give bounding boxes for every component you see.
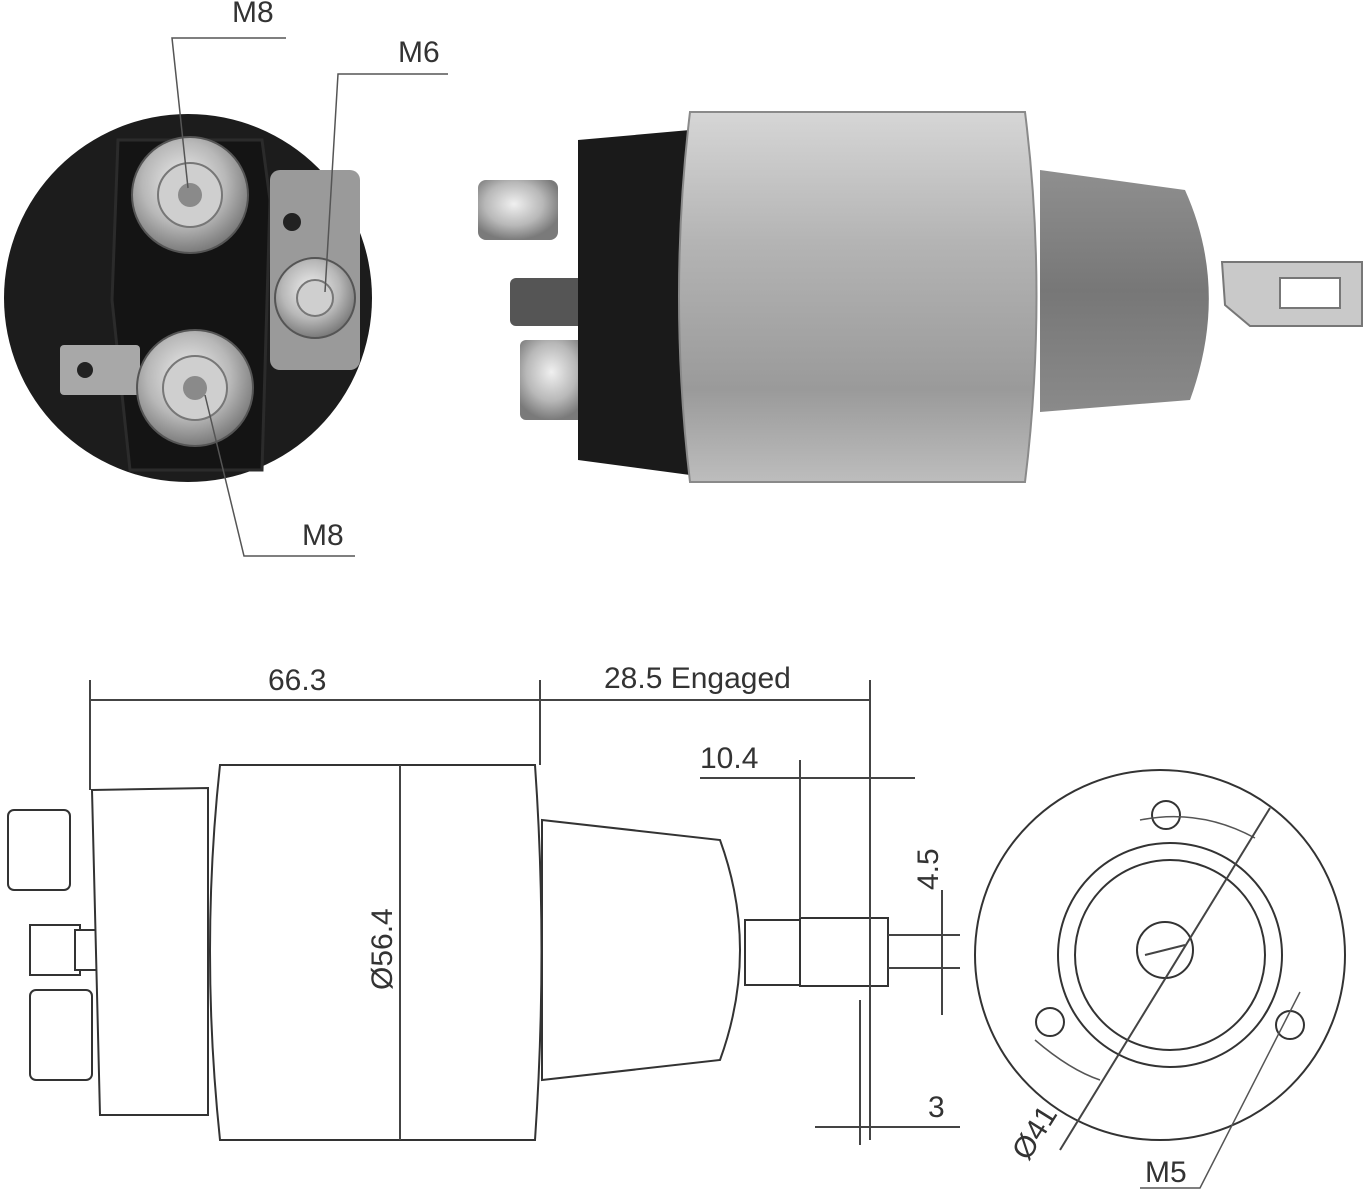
side-profile-drawing — [7, 764, 889, 1141]
terminal-housing — [578, 130, 690, 475]
front-hole-left — [1035, 1007, 1065, 1037]
dim-diameter: Ø56.4 — [366, 765, 401, 1140]
dim-length-label: 66.3 — [268, 664, 326, 697]
bolt-circle-axis — [1059, 807, 1271, 1151]
top-m8-label: M8 — [232, 0, 274, 29]
drawing-can — [209, 764, 543, 1141]
cone-nose — [1040, 170, 1209, 412]
drawing-tab — [799, 917, 889, 987]
front-view-drawing: Ø41 M5 — [974, 769, 1346, 1189]
drawing-nut-top — [7, 809, 71, 891]
front-hole-right — [1275, 1010, 1305, 1040]
dim-engaged-label: 28.5 Engaged — [604, 662, 791, 695]
dim-length: 66.3 — [89, 664, 541, 790]
top-m8-terminal — [131, 136, 249, 254]
end-view-photo — [4, 114, 372, 482]
m6-terminal — [274, 257, 356, 339]
dim-engaged: 28.5 Engaged — [540, 662, 871, 1140]
m6-leader — [324, 73, 448, 293]
spade-connector — [60, 345, 140, 395]
front-hole-top — [1151, 800, 1181, 830]
drawing-cone — [541, 818, 741, 1082]
drawing-nut-bottom — [29, 989, 93, 1081]
stud-nut-bottom — [520, 340, 590, 420]
bottom-m8-leader — [204, 394, 355, 557]
dim-diameter-label: Ø56.4 — [366, 908, 399, 990]
drawing-stud — [29, 924, 81, 976]
stud-nut-top — [478, 180, 558, 240]
dim-thread-label: M5 — [1145, 1156, 1187, 1189]
solenoid-can — [678, 111, 1038, 483]
dim-bolt-circle-label: Ø41 — [1006, 1100, 1064, 1166]
m6-label: M6 — [398, 36, 440, 69]
drawing-terminal-body — [90, 786, 209, 1116]
dim-tab-width: 4.5 — [888, 848, 960, 1015]
bottom-m8-terminal — [136, 329, 254, 447]
dim-tab-thickness: 3 — [815, 1000, 960, 1145]
bottom-m8-label: M8 — [302, 519, 344, 552]
dim-tab-width-label: 4.5 — [912, 848, 945, 890]
dim-tab-thickness-label: 3 — [928, 1091, 945, 1124]
dim-stroke-offset-label: 10.4 — [700, 742, 758, 775]
thread-leader — [1140, 991, 1301, 1189]
dim-stroke-offset: 10.4 — [700, 742, 915, 918]
top-m8-leader — [171, 37, 286, 189]
side-view-photo — [478, 111, 1363, 483]
